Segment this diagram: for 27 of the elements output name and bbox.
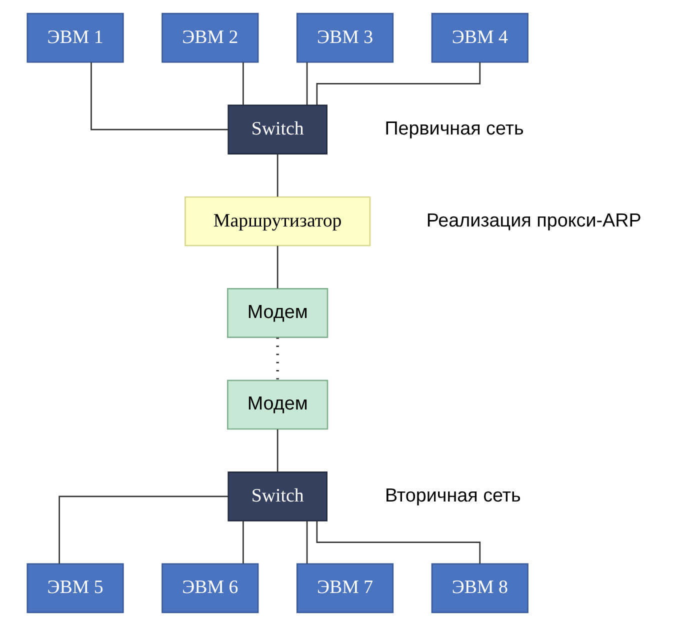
node-box: ЭВМ 2 — [161, 12, 258, 63]
node-box: ЭВМ 6 — [161, 563, 258, 614]
connector — [306, 521, 308, 564]
node-box: Switch — [227, 104, 327, 155]
node-box: Модем — [226, 380, 328, 430]
node-box: Switch — [227, 471, 327, 522]
connector — [242, 62, 244, 105]
connector — [276, 429, 278, 472]
node-box: ЭВМ 5 — [26, 563, 124, 614]
connector — [306, 62, 308, 105]
connector — [58, 496, 228, 564]
node-label: Реализация прокси-ARP — [426, 210, 641, 232]
node-box: ЭВМ 3 — [296, 12, 394, 63]
node-box: ЭВМ 8 — [430, 563, 528, 614]
connector — [316, 62, 480, 106]
node-box: ЭВМ 4 — [430, 12, 528, 63]
connector — [242, 521, 244, 564]
node-box: Модем — [226, 288, 328, 338]
connector — [276, 246, 278, 288]
connector — [276, 154, 278, 197]
node-box: ЭВМ 1 — [26, 12, 124, 63]
node-box: Маршрутизатор — [184, 196, 370, 246]
connector — [90, 62, 228, 130]
label: Первичная сеть — [384, 118, 524, 140]
node-box: ЭВМ 7 — [296, 563, 394, 614]
label: Вторичная сеть — [384, 485, 520, 506]
connector — [316, 520, 480, 564]
